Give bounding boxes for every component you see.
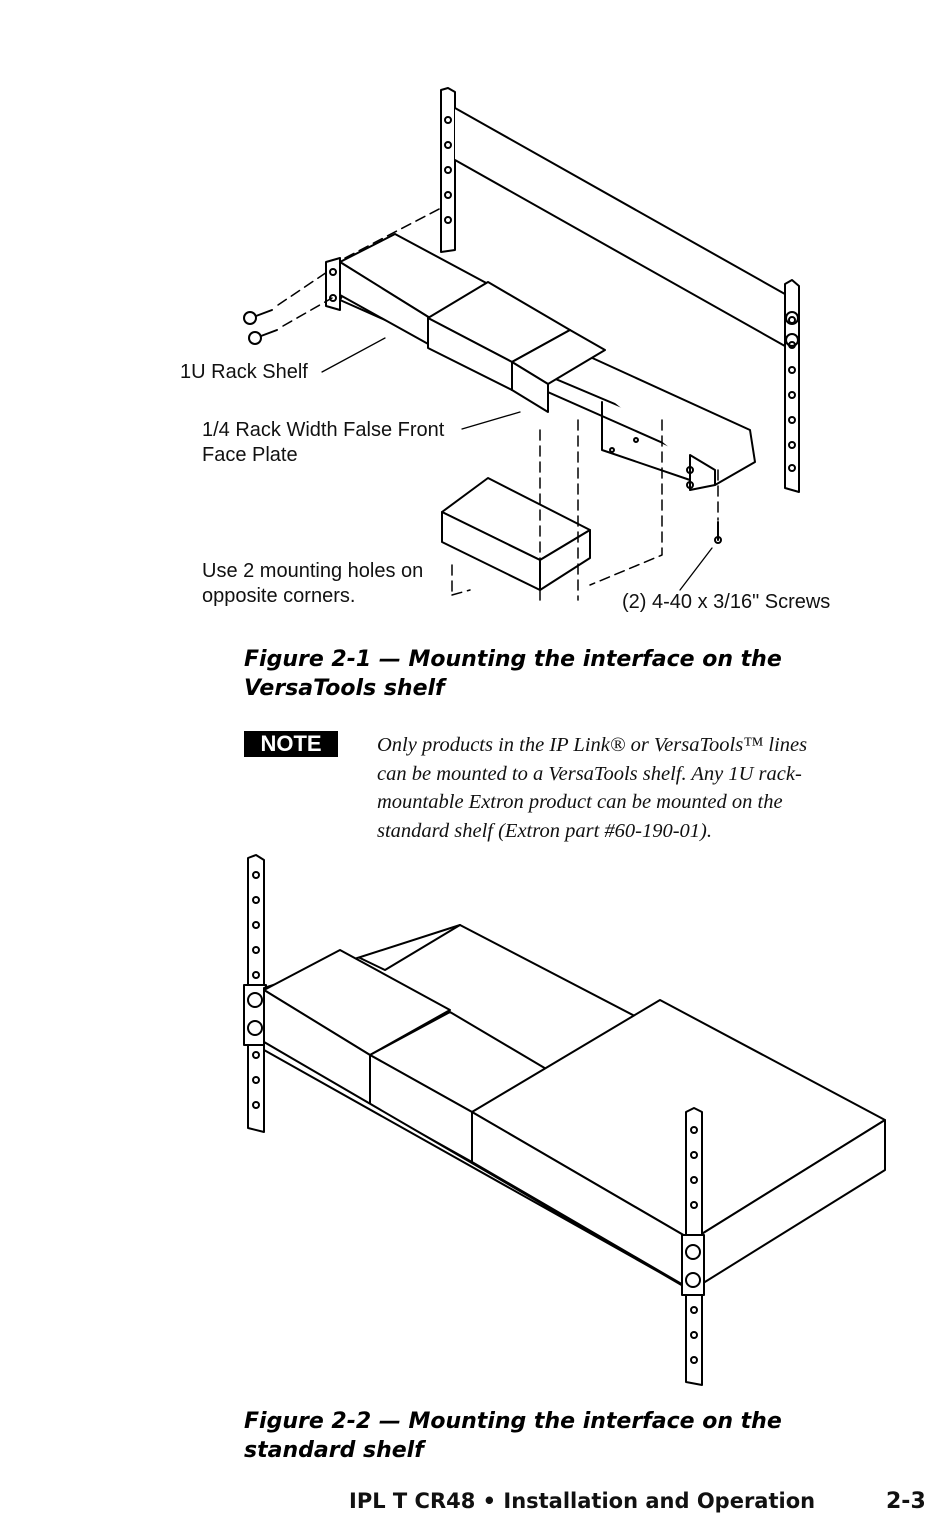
note-line-4: standard shelf (Extron part #60-190-01). <box>377 819 712 842</box>
note-badge: NOTE <box>244 731 338 757</box>
figure-2-1-caption: Figure 2-1 — Mounting the interface on t… <box>244 645 782 703</box>
leader-line-rack-shelf <box>321 337 386 373</box>
leader-line-screws <box>679 547 713 591</box>
figure-versatools-shelf-illustration <box>243 87 800 601</box>
note-text: Only products in the IP Link® or VersaTo… <box>377 731 897 845</box>
figure-2-2-caption: Figure 2-2 — Mounting the interface on t… <box>244 1407 782 1465</box>
leader-line-face-plate <box>461 411 521 430</box>
standard-large-unit <box>471 999 886 1291</box>
figure-2-2-caption-line2: standard shelf <box>244 1438 424 1463</box>
false-face-plate <box>511 329 606 413</box>
callout-face-plate-line1: 1/4 Rack Width False Front <box>202 419 445 441</box>
callout-mounting-line2: opposite corners. <box>202 585 356 607</box>
figure-standard-shelf-illustration <box>243 854 886 1386</box>
callout-face-plate-line2: Face Plate <box>202 444 298 466</box>
figure-2-2-caption-line1: Figure 2-2 — Mounting the interface on t… <box>244 1409 782 1434</box>
page-number: 2-3 <box>886 1489 926 1514</box>
right-rack-rail-standard <box>681 1107 705 1386</box>
screw-left-1 <box>243 309 273 325</box>
footer-document-title: IPL T CR48 • Installation and Operation <box>349 1489 816 1513</box>
figure-2-1-caption-line2: VersaTools shelf <box>244 676 445 701</box>
figure-2-1-caption-line1: Figure 2-1 — Mounting the interface on t… <box>244 647 782 672</box>
callout-mounting-line1: Use 2 mounting holes on <box>202 560 424 582</box>
callout-rack-shelf: 1U Rack Shelf <box>180 361 308 383</box>
right-rack-rail <box>784 279 800 493</box>
left-rack-rail <box>440 87 456 253</box>
screw-left-2 <box>248 329 278 345</box>
screw-bottom <box>714 521 722 544</box>
callout-mounting-holes: Use 2 mounting holes on opposite corners… <box>202 559 423 609</box>
note-line-3: mountable Extron product can be mounted … <box>377 791 783 813</box>
note-line-2: can be mounted to a VersaTools shelf. An… <box>377 762 802 785</box>
note-line-1: Only products in the IP Link® or VersaTo… <box>377 734 808 756</box>
callout-face-plate: 1/4 Rack Width False Front Face Plate <box>202 418 444 468</box>
loose-interface-box <box>441 477 591 591</box>
left-rack-rail-standard <box>243 854 267 1133</box>
callout-screws: (2) 4-40 x 3/16" Screws <box>622 591 831 613</box>
